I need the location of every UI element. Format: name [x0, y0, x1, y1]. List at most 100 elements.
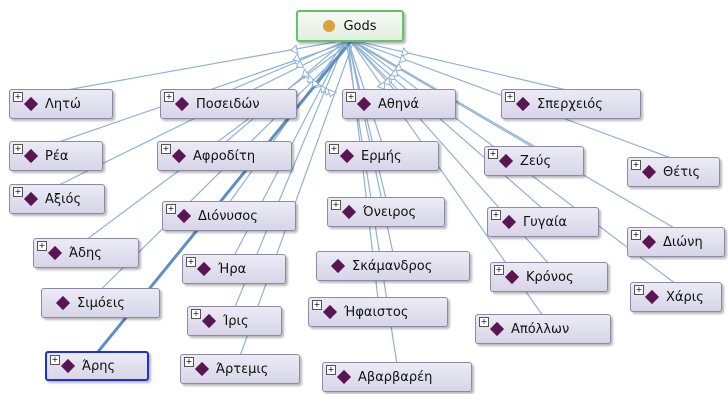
individual-diamond-icon	[641, 234, 657, 250]
node-hades[interactable]: + Άδης	[33, 238, 139, 268]
edge-arrowhead	[311, 78, 321, 88]
node-athena[interactable]: + Αθηνά	[342, 89, 456, 119]
node-abarbaree[interactable]: + Αβαρβαρέη	[322, 362, 472, 392]
class-circle-icon	[323, 20, 336, 32]
individual-diamond-icon	[336, 369, 352, 385]
node-charis[interactable]: + Χάρις	[630, 282, 722, 312]
node-rhea[interactable]: + Ρέα	[9, 141, 103, 171]
individual-diamond-icon	[23, 191, 39, 207]
individual-diamond-icon	[23, 96, 39, 112]
node-kronos[interactable]: + Κρόνος	[490, 262, 608, 292]
node-dione[interactable]: + Διώνη	[627, 227, 725, 257]
expand-plus-icon[interactable]: +	[37, 241, 47, 251]
individual-diamond-icon	[341, 204, 357, 220]
expand-plus-icon[interactable]: +	[186, 257, 196, 267]
node-spercheios[interactable]: + Σπερχειός	[501, 89, 641, 119]
node-label: Διώνη	[663, 234, 703, 250]
node-label: Άρτεμις	[216, 361, 269, 377]
individual-diamond-icon	[174, 96, 190, 112]
individual-diamond-icon	[194, 361, 210, 377]
individual-diamond-icon	[489, 321, 505, 337]
node-apollo[interactable]: + Απόλλων	[475, 314, 611, 344]
node-thetis[interactable]: + Θέτις	[627, 157, 720, 187]
node-label: Αβαρβαρέη	[358, 369, 433, 385]
individual-diamond-icon	[339, 148, 355, 164]
node-label: Σκάμανδρος	[352, 258, 433, 274]
edge-line	[349, 39, 544, 210]
expand-plus-icon[interactable]: +	[326, 365, 336, 375]
node-label: Gods	[343, 18, 377, 34]
node-label: Θέτις	[663, 164, 701, 180]
individual-diamond-icon	[196, 261, 212, 277]
expand-plus-icon[interactable]: +	[312, 300, 322, 310]
edge-line	[60, 39, 347, 92]
expand-plus-icon[interactable]: +	[631, 230, 641, 240]
node-leto[interactable]: + Λητώ	[9, 89, 113, 119]
node-axios[interactable]: + Αξιός	[9, 184, 105, 214]
expand-plus-icon[interactable]: +	[491, 210, 501, 220]
node-gaia[interactable]: + Γυγαία	[487, 207, 599, 237]
node-label: Απόλλων	[511, 321, 570, 337]
expand-plus-icon[interactable]: +	[634, 285, 644, 295]
node-label: Αθηνά	[378, 96, 419, 112]
expand-plus-icon[interactable]: +	[50, 355, 60, 365]
expand-plus-icon[interactable]: +	[346, 92, 356, 102]
node-label: Ποσειδών	[196, 96, 260, 112]
node-label: Αξιός	[45, 191, 82, 207]
node-iris[interactable]: + Ίρις	[187, 306, 282, 336]
expand-plus-icon[interactable]: +	[164, 92, 174, 102]
node-aphrodite[interactable]: + Αφροδίτη	[157, 141, 292, 171]
node-label: Διόνυσος	[198, 208, 258, 224]
expand-plus-icon[interactable]: +	[488, 149, 498, 159]
expand-plus-icon[interactable]: +	[13, 187, 23, 197]
node-hephaestus[interactable]: + Ήφαιστος	[308, 297, 448, 327]
expand-plus-icon[interactable]: +	[191, 309, 201, 319]
individual-diamond-icon	[356, 96, 372, 112]
individual-diamond-icon	[330, 258, 346, 274]
individual-diamond-icon	[501, 214, 517, 230]
individual-diamond-icon	[176, 208, 192, 224]
node-label: Ήρα	[218, 261, 247, 277]
node-ares[interactable]: + Άρης	[45, 351, 149, 381]
edge-line	[347, 39, 387, 200]
node-hera[interactable]: + Ήρα	[182, 254, 286, 284]
individual-diamond-icon	[55, 295, 71, 311]
node-artemis[interactable]: + Άρτεμις	[180, 354, 300, 384]
node-label: Ρέα	[45, 148, 69, 164]
expand-plus-icon[interactable]: +	[331, 200, 341, 210]
node-hermes[interactable]: + Ερμής	[325, 141, 439, 171]
edge-arrowhead	[301, 68, 311, 77]
edge-line	[85, 39, 355, 241]
individual-diamond-icon	[504, 269, 520, 285]
edge-arrowhead	[398, 53, 408, 64]
expand-plus-icon[interactable]: +	[161, 144, 171, 154]
expand-plus-icon[interactable]: +	[166, 204, 176, 214]
expand-plus-icon[interactable]: +	[631, 160, 641, 170]
expand-plus-icon[interactable]: +	[13, 92, 23, 102]
node-dionysus[interactable]: + Διόνυσος	[162, 201, 296, 231]
node-label: Χάρις	[666, 289, 704, 305]
node-label: Ήφαιστος	[344, 304, 409, 320]
node-label: Ίρις	[223, 313, 249, 329]
individual-diamond-icon	[322, 304, 338, 320]
node-label: Ζεύς	[520, 153, 552, 169]
individual-diamond-icon	[171, 148, 187, 164]
expand-plus-icon[interactable]: +	[13, 144, 23, 154]
node-skamandros[interactable]: Σκάμανδρος	[316, 251, 470, 281]
node-gods[interactable]: Gods	[296, 10, 404, 42]
node-simoeis[interactable]: Σιμόεις	[41, 288, 160, 318]
expand-plus-icon[interactable]: +	[479, 317, 489, 327]
edge-line	[351, 39, 572, 92]
expand-plus-icon[interactable]: +	[494, 265, 504, 275]
node-oneiros[interactable]: + Όνειρος	[327, 197, 445, 227]
expand-plus-icon[interactable]: +	[329, 144, 339, 154]
node-label: Κρόνος	[526, 269, 574, 285]
node-label: Αφροδίτη	[193, 148, 256, 164]
edge-arrowhead	[389, 67, 399, 77]
node-zeus[interactable]: + Ζεύς	[484, 146, 584, 176]
expand-plus-icon[interactable]: +	[505, 92, 515, 102]
node-poseidon[interactable]: + Ποσειδών	[160, 89, 297, 119]
node-label: Γυγαία	[523, 214, 567, 230]
node-label: Άδης	[69, 245, 102, 261]
expand-plus-icon[interactable]: +	[184, 357, 194, 367]
